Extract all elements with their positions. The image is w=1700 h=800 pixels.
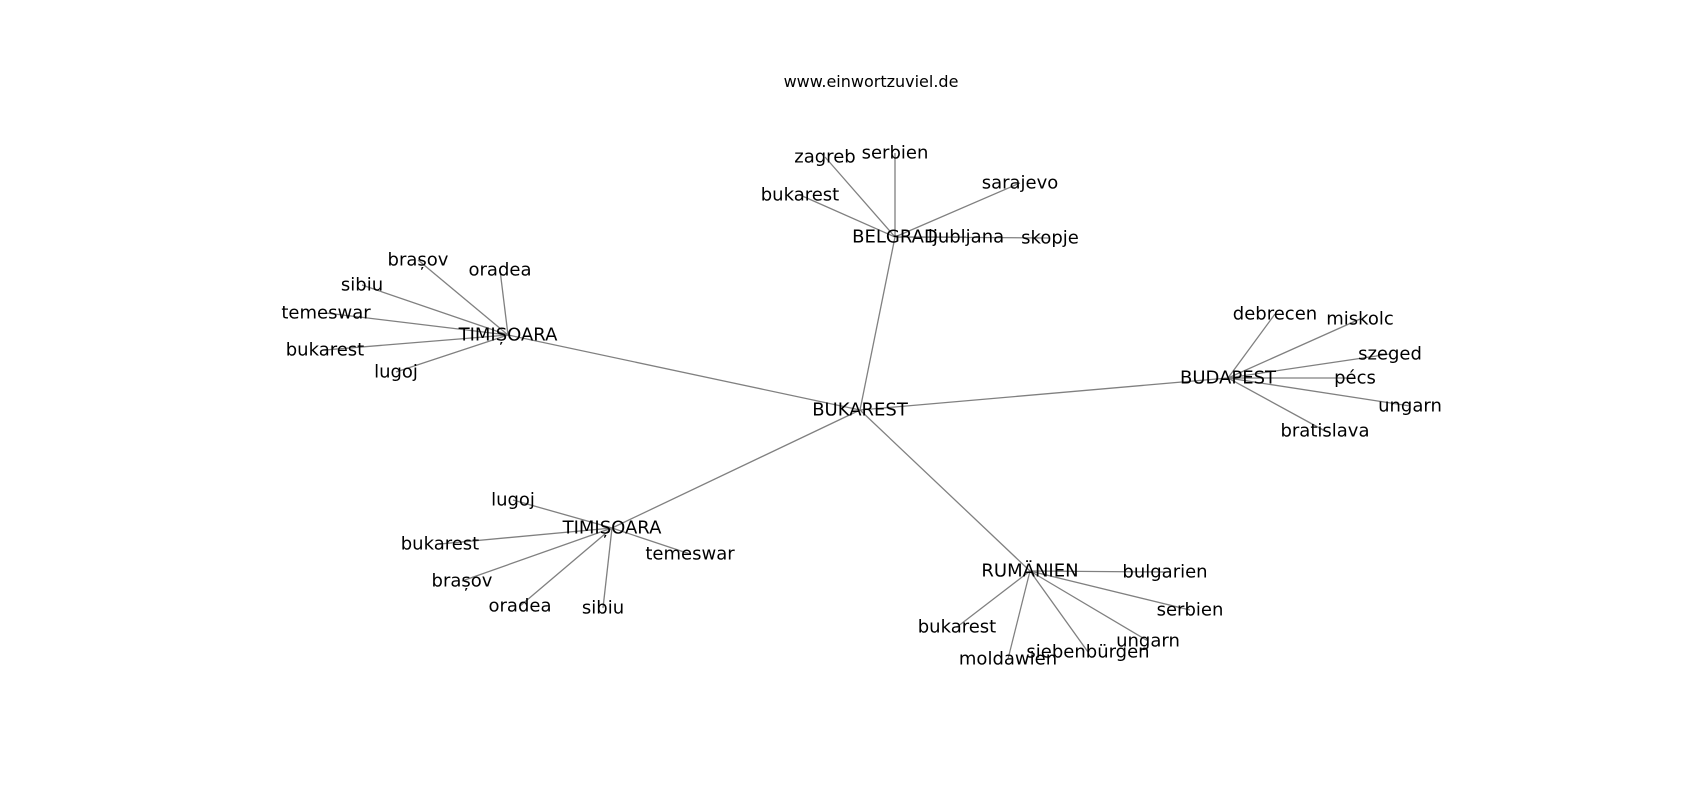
node-leaf-2-0: debrecen — [1233, 304, 1317, 325]
edge-hub-1-leaf-0 — [417, 259, 509, 336]
node-leaf-2-3: pécs — [1334, 368, 1376, 389]
edge-hub-2-leaf-0 — [1227, 313, 1276, 379]
labels-layer: BUKAREST BELGRAD bukarest zagreb serbien sara… — [281, 143, 1442, 670]
node-leaf-0-0: bukarest — [761, 185, 840, 206]
edge-hub-3-leaf-0 — [512, 499, 613, 529]
edges-layer — [324, 153, 1411, 660]
page-title: www.einwortzuviel.de — [783, 72, 959, 91]
node-hub-1: TIMIȘOARA — [458, 325, 559, 346]
edge-hub-1-leaf-1 — [499, 269, 509, 336]
node-leaf-3-5: temeswar — [645, 544, 735, 565]
node-leaf-1-1: oradea — [469, 260, 532, 281]
node-hub-0: BELGRAD — [852, 227, 938, 248]
node-hub-4: RUMÄNIEN — [981, 561, 1078, 582]
edge-hub-1-leaf-4 — [324, 334, 509, 351]
node-hub-2: BUDAPEST — [1180, 368, 1277, 389]
node-leaf-4-2: ungarn — [1116, 631, 1180, 652]
edge-hub-1-leaf-5 — [395, 334, 509, 373]
edge-hub-3-leaf-1 — [439, 527, 613, 545]
node-leaf-4-3: siebenbürgen — [1026, 642, 1149, 663]
edge-hub-2-leaf-4 — [1227, 377, 1411, 407]
node-leaf-3-1: bukarest — [401, 534, 480, 555]
edge-hub-3-leaf-5 — [611, 527, 691, 555]
node-leaf-3-3: oradea — [489, 596, 552, 617]
edge-center-hub-4 — [859, 409, 1031, 572]
node-leaf-1-4: bukarest — [286, 340, 365, 361]
edge-hub-4-leaf-2 — [1029, 570, 1149, 642]
edge-hub-4-leaf-4 — [1007, 570, 1031, 660]
edge-center-hub-0 — [859, 236, 896, 411]
edge-center-hub-1 — [507, 334, 861, 411]
edge-hub-0-leaf-3 — [894, 182, 1021, 238]
edge-center-hub-2 — [859, 377, 1229, 411]
edge-hub-4-leaf-1 — [1029, 570, 1191, 611]
node-leaf-0-3: sarajevo — [982, 173, 1059, 194]
edge-hub-3-leaf-4 — [602, 527, 613, 609]
edge-hub-2-leaf-5 — [1227, 377, 1326, 432]
edge-hub-2-leaf-2 — [1227, 353, 1391, 379]
node-leaf-1-3: temeswar — [281, 303, 371, 324]
edge-hub-0-leaf-1 — [824, 156, 896, 238]
node-leaf-4-0: bulgarien — [1122, 562, 1207, 583]
edge-hub-0-leaf-0 — [799, 194, 896, 238]
node-leaf-0-2: serbien — [862, 143, 929, 164]
node-leaf-0-1: zagreb — [794, 147, 855, 168]
node-leaf-1-5: lugoj — [374, 362, 418, 383]
node-leaf-1-2: sibiu — [341, 275, 383, 296]
node-leaf-4-4: moldawien — [959, 649, 1057, 670]
node-leaf-2-5: bratislava — [1280, 421, 1369, 442]
node-center: BUKAREST — [812, 400, 909, 421]
edge-hub-4-leaf-3 — [1029, 570, 1089, 653]
edge-hub-2-leaf-1 — [1227, 318, 1361, 379]
node-leaf-2-1: miskolc — [1326, 309, 1394, 330]
node-leaf-0-5: ljubljana — [928, 227, 1004, 248]
edge-center-hub-3 — [611, 409, 861, 529]
edge-hub-3-leaf-3 — [519, 527, 613, 607]
edge-hub-1-leaf-2 — [361, 284, 509, 336]
node-leaf-3-4: sibiu — [582, 598, 624, 619]
node-leaf-2-2: szeged — [1358, 344, 1422, 365]
node-leaf-3-0: lugoj — [491, 490, 535, 511]
node-leaf-3-2: brașov — [432, 571, 493, 592]
edge-hub-4-leaf-0 — [1029, 570, 1166, 573]
node-leaf-4-1: serbien — [1157, 600, 1224, 621]
edge-hub-3-leaf-2 — [461, 527, 613, 582]
node-leaf-0-4: skopje — [1021, 228, 1079, 249]
node-leaf-2-4: ungarn — [1378, 396, 1442, 417]
edge-hub-1-leaf-3 — [325, 312, 509, 336]
edge-hub-4-leaf-5 — [956, 570, 1031, 628]
node-leaf-1-0: brașov — [388, 250, 449, 271]
node-hub-3: TIMIȘOARA — [562, 518, 663, 539]
node-leaf-4-5: bukarest — [918, 617, 997, 638]
